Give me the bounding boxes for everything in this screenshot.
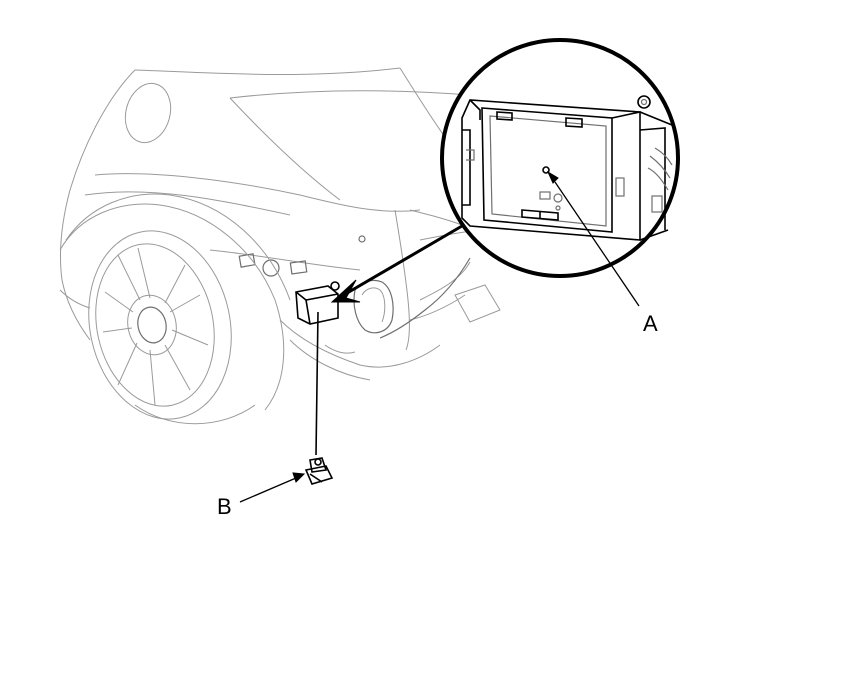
module-detail [461, 95, 673, 241]
module-installed [295, 281, 340, 325]
leader-b [239, 472, 306, 503]
callout-label-b: B [217, 494, 232, 519]
detail-magnifier [440, 38, 680, 278]
rear-wheel [59, 193, 291, 425]
ground-terminal [304, 311, 334, 485]
detail-pointer-arrow [330, 224, 463, 303]
callout-label-a: A [643, 311, 658, 336]
leader-a [546, 170, 640, 307]
vehicle-body [59, 67, 501, 381]
